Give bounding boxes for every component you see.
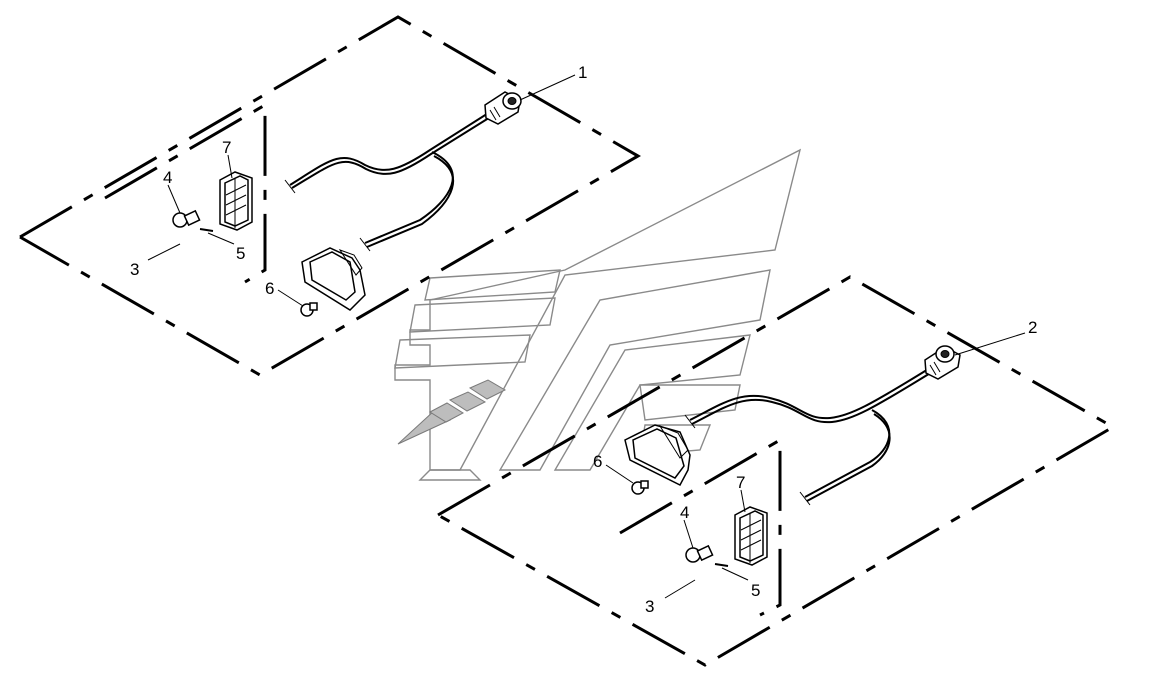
lower-fuse-pin-icon: [714, 563, 729, 567]
callout-5-upper: 5: [236, 244, 245, 263]
callout-3-upper: 3: [130, 260, 139, 279]
callout-5-lower: 5: [751, 581, 760, 600]
lower-wiring-harness: [684, 345, 961, 506]
lower-bulb-round-icon: [631, 480, 649, 495]
upper-large-lamp-icon: [301, 247, 366, 311]
upper-lamp-housing-icon: [219, 171, 253, 231]
upper-wiring-harness: [284, 91, 522, 252]
upper-bulb-round-icon: [300, 302, 318, 317]
callout-4-upper: 4: [163, 168, 172, 187]
upper-connector-plug-icon: [484, 91, 522, 125]
upper-fuse-pin-icon: [199, 228, 214, 232]
callout-6-upper: 6: [265, 279, 274, 298]
lower-assembly-outline: [437, 275, 1117, 667]
lower-bulb-small-icon: [685, 544, 714, 563]
lower-large-lamp-icon: [624, 424, 691, 486]
callout-2: 2: [1028, 318, 1037, 337]
lower-lamp-housing-icon: [734, 506, 768, 566]
upper-assembly-outline: [19, 15, 641, 377]
callout-4-lower: 4: [680, 503, 689, 522]
callout-1: 1: [578, 63, 587, 82]
leader-lines: [147, 74, 1026, 599]
callout-7-lower: 7: [736, 473, 745, 492]
brand-logo-watermark-icon: [394, 148, 802, 481]
callout-3-lower: 3: [645, 597, 654, 616]
lower-connector-plug-icon: [924, 345, 961, 380]
callout-7-upper: 7: [222, 138, 231, 157]
callout-6-lower: 6: [593, 452, 602, 471]
upper-bulb-small-icon: [172, 209, 201, 228]
